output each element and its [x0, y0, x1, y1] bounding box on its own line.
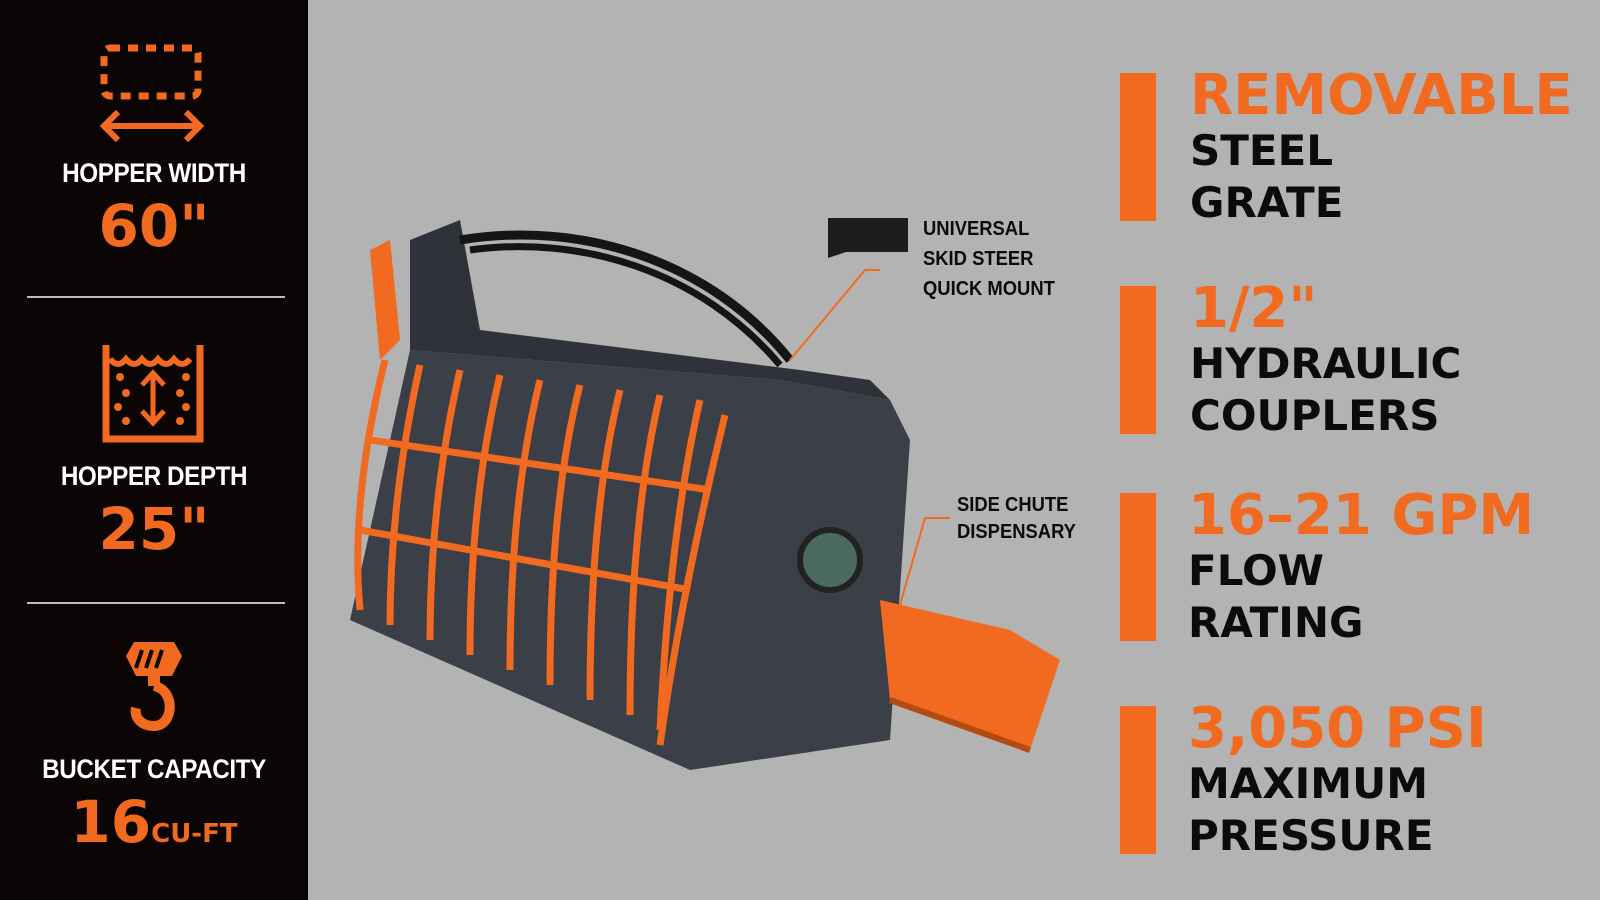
callout-line-text: DISPENSARY	[957, 521, 1076, 543]
callout-quick-mount: UNIVERSAL SKID STEER QUICK MOUNT	[923, 214, 1055, 304]
concrete-mixer-bucket-image	[350, 220, 1060, 770]
feature-line: HYDRAULIC	[1190, 339, 1462, 388]
spec-value: 60"	[98, 192, 210, 260]
feature-title: 1/2"	[1190, 276, 1318, 341]
callout-line	[889, 517, 950, 641]
callout-line-text: QUICK MOUNT	[923, 278, 1055, 300]
spec-unit: CU-FT	[151, 819, 238, 849]
hopper-depth-icon	[102, 345, 204, 443]
accent-bar	[1120, 706, 1156, 854]
feature-title: 16–21 GPM	[1188, 483, 1535, 548]
spec-label: HOPPER WIDTH	[62, 158, 246, 188]
hopper-width-icon	[100, 44, 205, 143]
feature-title: REMOVABLE	[1190, 63, 1573, 128]
callout-line-text: SKID STEER	[923, 248, 1034, 270]
divider	[27, 296, 285, 298]
callout-side-chute: SIDE CHUTE DISPENSARY	[957, 492, 1076, 546]
spec-hopper-depth: HOPPER DEPTH 25"	[0, 461, 308, 558]
feature-line: GRATE	[1190, 178, 1344, 227]
accent-bar	[1120, 493, 1156, 641]
spec-label: BUCKET CAPACITY	[42, 754, 266, 784]
callout-line-text: UNIVERSAL	[923, 218, 1030, 240]
spec-value: 25"	[98, 495, 210, 563]
spec-hopper-width: HOPPER WIDTH 60"	[0, 158, 308, 255]
spec-bucket-capacity: BUCKET CAPACITY 16CU-FT	[0, 754, 308, 851]
crane-hook-icon	[126, 642, 182, 732]
feature-title: 3,050 PSI	[1188, 696, 1487, 761]
spec-sidebar: HOPPER WIDTH 60" HOPPER DEPTH 25" BUCKET…	[0, 0, 308, 900]
spec-label: HOPPER DEPTH	[60, 461, 248, 491]
spec-value: 16	[70, 788, 152, 856]
accent-bar	[1120, 286, 1156, 434]
feature-line: RATING	[1188, 598, 1364, 647]
feature-line: PRESSURE	[1188, 811, 1434, 860]
feature-line: MAXIMUM	[1188, 759, 1429, 808]
feature-line: COUPLERS	[1190, 391, 1440, 440]
quick-mount-thumbnail	[828, 218, 908, 258]
divider	[27, 602, 285, 604]
callout-line-text: SIDE CHUTE	[957, 494, 1069, 516]
callout-line	[789, 269, 880, 361]
accent-bar	[1120, 73, 1156, 221]
feature-line: STEEL	[1190, 126, 1334, 175]
feature-line: FLOW	[1188, 546, 1324, 595]
